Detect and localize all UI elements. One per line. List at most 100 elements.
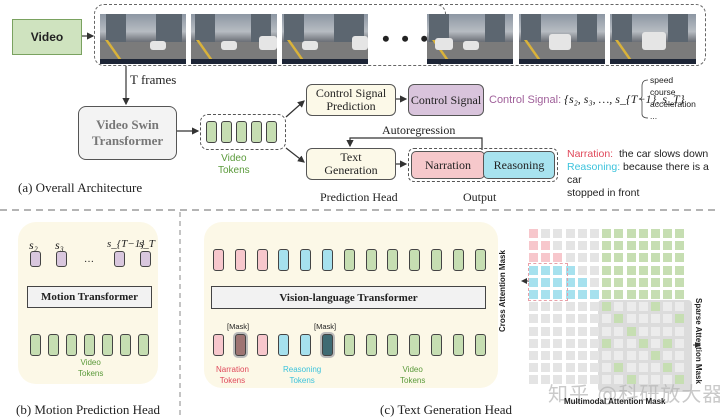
mask-cell-blocked xyxy=(590,241,599,251)
narration-example: the car slows down xyxy=(618,148,709,160)
mask-label: [Mask] xyxy=(314,322,337,331)
mask-cell-reasoning xyxy=(529,277,538,287)
mask-cell-video xyxy=(675,229,685,238)
mask-cell-blocked xyxy=(553,302,563,312)
mask-cell-sparse-blocked xyxy=(638,375,648,385)
mask-cell-video xyxy=(614,241,624,251)
mask-cell-video xyxy=(602,253,612,263)
mask-cell-video xyxy=(626,229,636,238)
mask-cell-sparse xyxy=(626,375,636,385)
item-course: course xyxy=(650,87,676,97)
mask-cell-sparse-blocked xyxy=(651,338,660,348)
mask-cell-reasoning xyxy=(553,277,563,287)
mask-cell-blocked xyxy=(577,302,587,312)
mask-cell-blocked xyxy=(553,314,563,324)
narration-token xyxy=(256,334,268,356)
reasoning-example: because there is a car xyxy=(567,161,709,186)
mask-cell-blocked xyxy=(529,314,538,324)
mask-cell-blocked xyxy=(541,351,551,360)
mask-cell-narration xyxy=(541,241,551,251)
mask-cell-blocked xyxy=(553,363,563,373)
signal-token xyxy=(56,251,67,267)
mask-cell-blocked xyxy=(590,229,599,238)
mask-cell-video xyxy=(663,241,673,251)
mask-cell-video xyxy=(602,229,612,238)
mask-cell-sparse xyxy=(638,338,648,348)
mask-cell-sparse xyxy=(602,302,612,312)
mask-cell-sparse-blocked xyxy=(638,363,648,373)
watermark: 知乎 @科研放大器 xyxy=(548,382,720,406)
reasoning-token xyxy=(278,334,290,356)
video-token xyxy=(431,334,442,356)
control-signal-box: Control Signal xyxy=(408,84,484,116)
mask-cell-sparse-blocked xyxy=(626,351,636,360)
label-line: Tokens xyxy=(218,165,250,176)
video-frame xyxy=(427,14,513,64)
mask-cell-blocked xyxy=(541,326,551,336)
mask-cell-blocked xyxy=(565,314,575,324)
mask-cell-video xyxy=(675,277,685,287)
mask-cell-video xyxy=(651,253,660,263)
video-token xyxy=(387,334,399,356)
video-token xyxy=(474,334,486,356)
video-frame xyxy=(100,14,186,64)
control-signal-items: speed course acceleration ... xyxy=(650,74,696,122)
mask-cell-reasoning xyxy=(565,265,575,275)
mask-cell-sparse xyxy=(651,302,660,312)
mask-cell-sparse-blocked xyxy=(602,326,612,336)
video-token xyxy=(343,334,355,356)
narration-example-label: Narration: xyxy=(567,148,614,160)
mask-cell-video xyxy=(602,241,612,251)
masked-narration-token xyxy=(234,334,246,356)
video-token xyxy=(431,249,442,271)
vst-line2: Transformer xyxy=(91,133,164,148)
vision-language-transformer: Vision-language Transformer xyxy=(211,286,486,309)
mask-cell-video xyxy=(675,290,685,299)
mask-cell-sparse-blocked xyxy=(651,326,660,336)
mask-cell-sparse-blocked xyxy=(663,375,673,385)
mask-cell-blocked xyxy=(590,351,599,360)
mask-cell-sparse xyxy=(663,338,673,348)
t-frames-label: T frames xyxy=(130,72,177,87)
motion-transformer: Motion Transformer xyxy=(27,286,152,308)
mask-cell-blocked xyxy=(577,229,587,238)
video-token xyxy=(102,334,113,356)
video-token xyxy=(206,121,217,143)
mask-cell-sparse-blocked xyxy=(614,375,624,385)
mask-cell-reasoning xyxy=(577,277,587,287)
caption-a: (a) Overall Architecture xyxy=(18,180,143,195)
reasoning-token xyxy=(322,249,333,271)
mask-cell-sparse xyxy=(614,314,624,324)
signal-token xyxy=(140,251,151,267)
video-frame xyxy=(610,14,696,64)
mask-cell-video xyxy=(602,277,612,287)
mask-cell-sparse-blocked xyxy=(626,302,636,312)
narration-token xyxy=(256,249,268,271)
mask-cell-sparse xyxy=(602,338,612,348)
mask-cell-blocked xyxy=(529,338,538,348)
label-line: Tokens xyxy=(219,376,246,385)
mask-cell-video xyxy=(626,277,636,287)
prediction-head-label: Prediction Head xyxy=(320,190,398,204)
mask-cell-blocked xyxy=(565,326,575,336)
mask-cell-video xyxy=(638,265,648,275)
video-token xyxy=(452,334,464,356)
mask-cell-sparse-blocked xyxy=(675,351,685,360)
mask-cell-video xyxy=(651,241,660,251)
vst-line1: Video Swin xyxy=(96,117,159,132)
video-token xyxy=(138,334,149,356)
mask-cell-sparse-blocked xyxy=(663,314,673,324)
mask-cell-blocked xyxy=(529,375,538,385)
mask-cell-blocked xyxy=(541,375,551,385)
reasoning-token xyxy=(300,334,312,356)
mask-cell-blocked xyxy=(577,265,587,275)
video-token xyxy=(365,249,377,271)
mask-cell-blocked xyxy=(590,277,599,287)
mask-cell-video xyxy=(614,277,624,287)
mask-cell-blocked xyxy=(577,241,587,251)
mask-cell-sparse-blocked xyxy=(602,375,612,385)
mask-cell-narration xyxy=(529,253,538,263)
mask-cell-sparse-blocked xyxy=(663,326,673,336)
